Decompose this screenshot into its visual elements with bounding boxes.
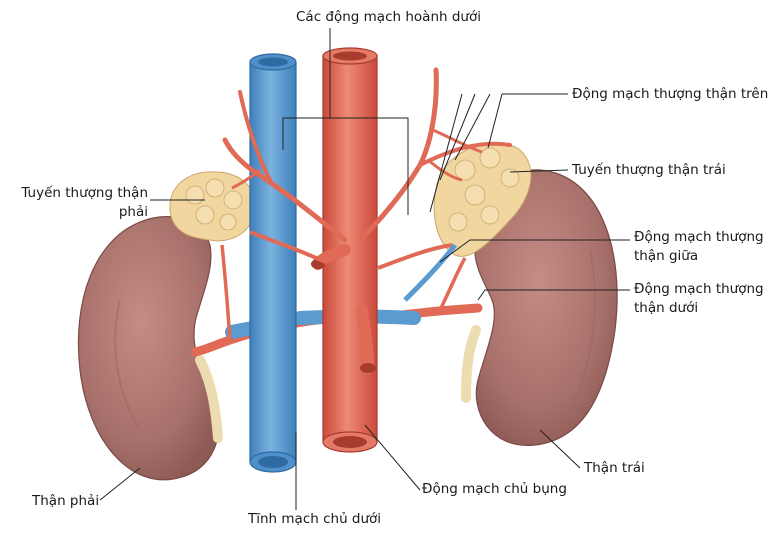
- label-inferior-suprarenal-line1: Động mạch thượng: [634, 281, 764, 297]
- left-ureter: [461, 325, 481, 403]
- label-right-kidney: Thận phải: [32, 493, 100, 509]
- superior-mesenteric-artery: [356, 304, 374, 374]
- label-left-adrenal-gland: Tuyến thượng thận trái: [572, 162, 726, 178]
- inferior-suprarenal-artery-right: [220, 244, 232, 343]
- left-suprarenal-vein: [403, 243, 457, 302]
- label-inferior-suprarenal-line2: thận dưới: [634, 300, 699, 316]
- right-ureter: [195, 355, 223, 443]
- superior-mesenteric-artery-end: [360, 363, 376, 373]
- middle-suprarenal-artery-left: [377, 243, 453, 270]
- superior-suprarenal-artery-3: [231, 168, 261, 190]
- right-inferior-phrenic-artery: [222, 137, 348, 243]
- leader-superior-suprarenal-4: [429, 93, 463, 213]
- leader-superior-suprarenal-1: [487, 93, 503, 149]
- leader-superior-suprarenal-3: [439, 93, 476, 181]
- label-inferior-phrenic-arteries: Các động mạch hoành dưới: [296, 9, 481, 25]
- leader-inferior-phrenic: [282, 28, 331, 150]
- left-adrenal-gland: [433, 142, 532, 257]
- label-middle-suprarenal-line1: Động mạch thượng: [634, 229, 764, 245]
- leader-aorta: [364, 424, 421, 491]
- right-phrenic-branch: [238, 90, 272, 182]
- leader-left-adrenal: [509, 169, 569, 173]
- leader-inferior-suprarenal: [477, 289, 630, 301]
- inferior-vena-cava: [249, 53, 297, 473]
- leader-middle-suprarenal: [439, 239, 630, 263]
- superior-suprarenal-artery-2: [432, 128, 483, 154]
- leader-left-kidney: [539, 429, 581, 469]
- label-inferior-vena-cava: Tĩnh mạch chủ dưới: [248, 511, 382, 527]
- middle-suprarenal-artery-right: [249, 230, 326, 264]
- label-superior-suprarenal-arteries: Động mạch thượng thận trên: [572, 86, 769, 102]
- superior-suprarenal-artery-1: [427, 158, 463, 182]
- label-abdominal-aorta: Động mạch chủ bụng: [422, 481, 567, 497]
- leader-inferior-phrenic-2: [330, 117, 409, 215]
- leader-superior-suprarenal-2: [454, 93, 491, 161]
- label-middle-suprarenal-line2: thận giữa: [634, 248, 699, 264]
- label-left-kidney: Thận trái: [584, 460, 645, 476]
- inferior-suprarenal-artery-left: [438, 257, 467, 311]
- leader-right-kidney: [99, 467, 141, 501]
- leader-lines: [99, 28, 630, 510]
- label-right-adrenal-gland-line2: phải: [118, 204, 148, 220]
- label-right-adrenal-gland-line1: Tuyến thượng thận: [21, 185, 148, 201]
